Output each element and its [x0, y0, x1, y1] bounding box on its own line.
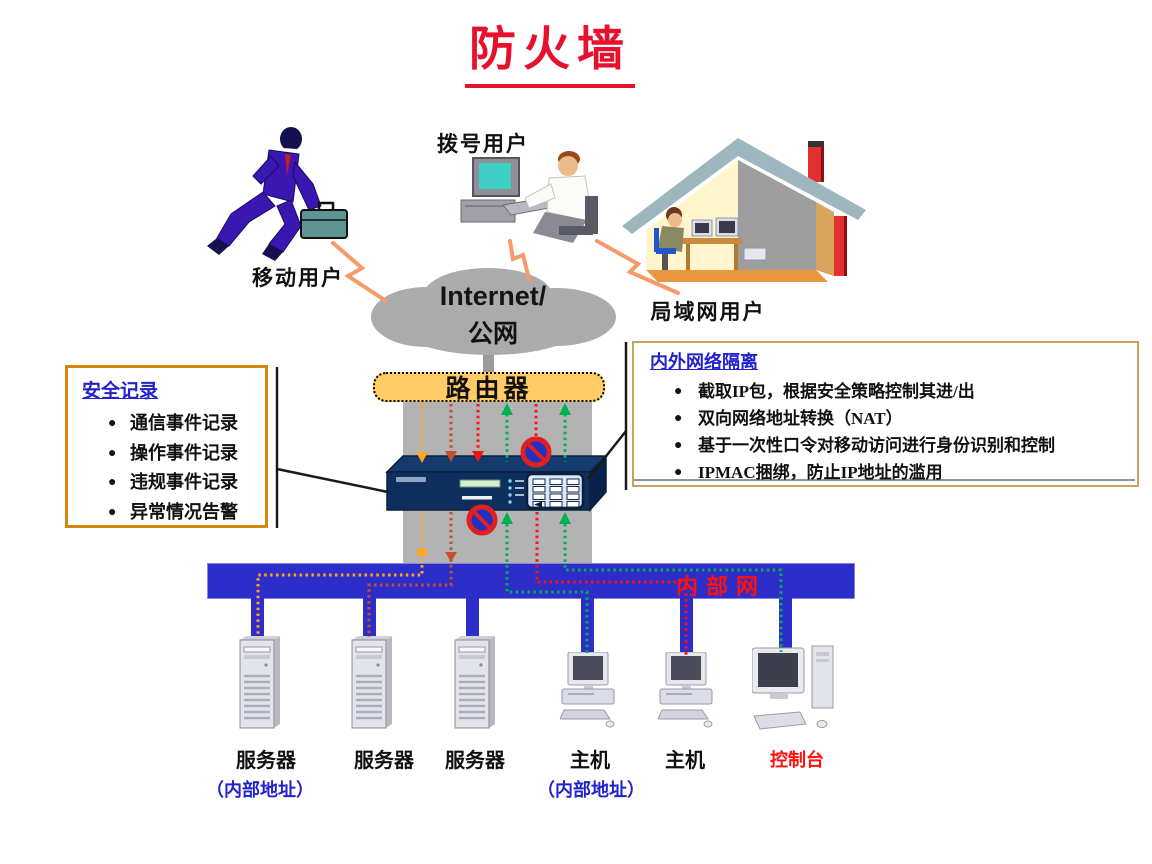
lan-user-label: 局域网用户	[650, 300, 766, 324]
page-title-text: 防火墙	[465, 10, 635, 88]
network-isolation-list: 截取IP包，根据安全策略控制其进/出 双向网络地址转换（NAT） 基于一次性口令…	[650, 378, 1137, 486]
firewall-appliance	[385, 454, 608, 512]
list-item: 异常情况告警	[108, 498, 265, 528]
list-item: IPMAC捆绑，防止IP地址的滥用	[674, 459, 1137, 486]
dialup-user-icon	[460, 151, 598, 243]
list-item: 操作事件记录	[108, 439, 265, 469]
router-box: 路由器	[373, 372, 605, 403]
security-records-title: 安全记录	[82, 381, 159, 402]
list-item: 违规事件记录	[108, 468, 265, 498]
host-label: 主机	[570, 750, 610, 772]
host-pc-icon	[560, 652, 615, 728]
network-drop-line	[251, 598, 264, 638]
cloud-router-link	[483, 352, 494, 376]
network-drop-line	[466, 598, 479, 638]
network-drop-line	[363, 598, 376, 638]
list-item: 基于一次性口令对移动访问进行身份识别和控制	[674, 432, 1137, 459]
host-pc-icon	[658, 652, 713, 728]
server-label: 服务器	[236, 750, 296, 772]
security-records-box: 安全记录 通信事件记录 操作事件记录 违规事件记录 异常情况告警	[65, 365, 268, 528]
internal-address-label: （内部地址）	[206, 780, 314, 800]
host-label: 主机	[665, 750, 705, 772]
security-records-list: 通信事件记录 操作事件记录 违规事件记录 异常情况告警	[82, 409, 265, 527]
mobile-user-label: 移动用户	[252, 266, 344, 290]
server-label: 服务器	[445, 750, 505, 772]
internal-network-label: 内部网	[676, 574, 767, 599]
network-drop-line	[680, 598, 693, 656]
list-item: 双向网络地址转换（NAT）	[674, 405, 1137, 432]
cloud-label-line1: Internet/	[439, 281, 547, 311]
lan-user-house-icon	[622, 138, 866, 282]
server-tower-icon	[239, 636, 280, 729]
network-isolation-box: 内外网络隔离 截取IP包，根据安全策略控制其进/出 双向网络地址转换（NAT） …	[632, 341, 1139, 487]
dialup-user-label: 拨号用户	[437, 132, 529, 156]
page-title: 防火墙	[390, 10, 710, 88]
cloud-label-line2: 公网	[467, 321, 518, 348]
network-isolation-title: 内外网络隔离	[650, 352, 758, 372]
router-label: 路由器	[445, 376, 533, 403]
internal-address-label: （内部地址）	[537, 780, 645, 800]
network-drop-line	[581, 598, 594, 656]
flow-orange	[256, 404, 424, 637]
server-tower-icon	[351, 636, 392, 729]
internet-cloud-icon	[371, 268, 616, 355]
server-tower-icon	[454, 636, 495, 729]
console-label: 控制台	[770, 750, 824, 770]
server-label: 服务器	[354, 750, 414, 772]
list-item: 截取IP包，根据安全策略控制其进/出	[674, 378, 1137, 405]
mobile-user-icon	[207, 127, 348, 261]
console-workstation-icon	[752, 645, 834, 730]
list-item: 通信事件记录	[108, 409, 265, 439]
